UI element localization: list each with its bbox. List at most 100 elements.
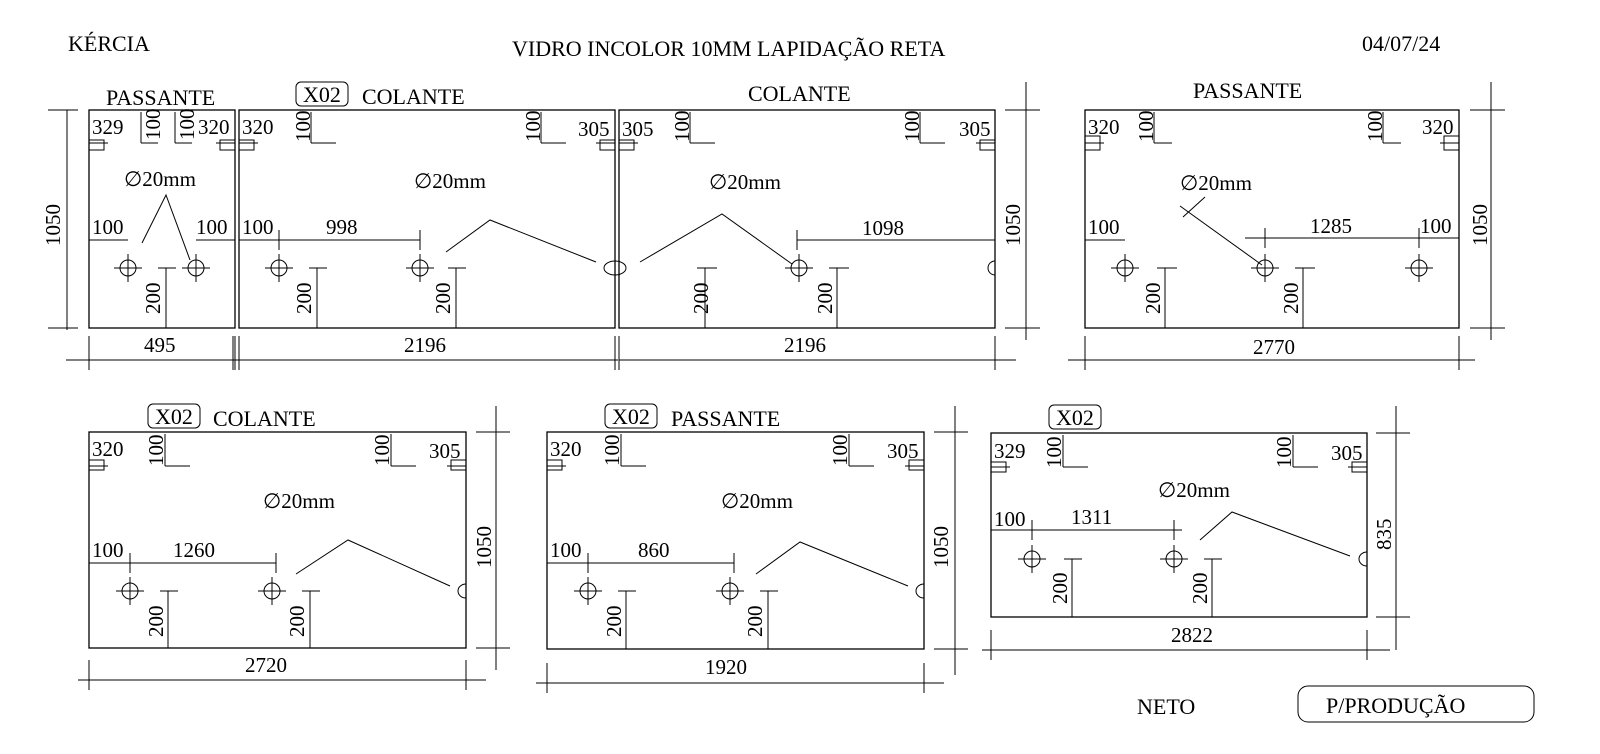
panel-height-dim: 835 — [1372, 519, 1396, 551]
panel-width-dim: 2720 — [245, 653, 287, 677]
offset-dim-left: 100 — [242, 215, 274, 239]
corner-dim-left: 329 — [994, 439, 1026, 463]
drill-hole-icon — [785, 254, 813, 282]
edge-notch-icon — [987, 260, 996, 276]
offset-dim-middle: 1285 — [1310, 214, 1352, 238]
drill-hole-icon — [1251, 254, 1279, 282]
corner-dim-vertical-left: 100 — [670, 111, 694, 143]
corner-dim-left: 320 — [92, 437, 124, 461]
corner-dim-vertical-left: 100 — [144, 435, 168, 467]
corner-dim-right: 320 — [1422, 115, 1454, 139]
glass-panel-2: X02 COLANTE 320 100 100 305 ∅20mm 100 99… — [232, 81, 627, 370]
edge-notch-icon — [1358, 551, 1368, 567]
glass-panel-3: COLANTE 305 100 100 305 ∅20mm 1098 200 2… — [618, 81, 1040, 370]
bottom-dim: 200 — [813, 283, 837, 315]
offset-dim-right: 100 — [1420, 214, 1452, 238]
drill-hole-icon — [406, 254, 434, 282]
panel-type-label: COLANTE — [213, 406, 316, 431]
corner-dim-left: 320 — [242, 115, 274, 139]
quantity-badge — [604, 403, 658, 429]
corner-dim-left: 320 — [1088, 115, 1120, 139]
corner-dim-vertical-left: 100 — [600, 435, 624, 467]
drill-hole-icon — [574, 577, 602, 605]
drawing-title: VIDRO INCOLOR 10MM LAPIDAÇÃO RETA — [512, 36, 945, 61]
offset-dim-left: 100 — [994, 507, 1026, 531]
drill-hole-icon — [116, 577, 144, 605]
panel-height-dim: 1050 — [41, 204, 65, 246]
hole-diameter-label: ∅20mm — [263, 489, 335, 513]
corner-dim-vertical-left: 100 — [1042, 437, 1066, 469]
bottom-dim: 200 — [285, 606, 309, 638]
panel-width-dim: 2196 — [784, 333, 826, 357]
corner-dim-right: 305 — [578, 117, 610, 141]
quantity-badge — [1048, 404, 1102, 430]
offset-dim-left: 100 — [1088, 215, 1120, 239]
corner-dim-left: 320 — [550, 437, 582, 461]
hole-diameter-label: ∅20mm — [721, 489, 793, 513]
drill-hole-icon — [1405, 254, 1433, 282]
offset-dim-middle: 1260 — [173, 538, 215, 562]
glass-panel-5: X02 COLANTE 320 100 100 305 ∅20mm 100 12… — [78, 403, 510, 690]
drill-hole-icon — [265, 254, 293, 282]
edge-notch-icon — [915, 583, 925, 599]
panel-height-dim: 1050 — [1001, 204, 1025, 246]
hole-diameter-label: ∅20mm — [1158, 478, 1230, 502]
corner-dim-vertical-right: 100 — [828, 435, 852, 467]
panel-width-dim: 1920 — [705, 655, 747, 679]
drill-hole-icon — [114, 254, 142, 282]
corner-dim-right: 305 — [887, 439, 919, 463]
bottom-dim: 200 — [1279, 283, 1303, 315]
bottom-dim: 200 — [1048, 573, 1072, 605]
panel-quantity: X02 — [1056, 405, 1094, 430]
corner-dim-vertical-left: 100 — [291, 111, 315, 143]
bottom-dim: 200 — [602, 606, 626, 638]
panel-width-dim: 2822 — [1171, 623, 1213, 647]
bottom-dim: 200 — [689, 283, 713, 315]
bottom-dim: 200 — [141, 283, 165, 315]
panel-type-label: COLANTE — [748, 81, 851, 106]
drill-hole-icon — [1111, 254, 1139, 282]
panel-width-dim: 2196 — [404, 333, 446, 357]
offset-dim-left: 100 — [92, 215, 124, 239]
panel-type-label: PASSANTE — [1193, 78, 1302, 103]
edge-notch-icon — [457, 583, 467, 599]
panel-quantity: X02 — [303, 82, 341, 107]
offset-dim-middle: 1311 — [1071, 505, 1112, 529]
bottom-dim: 200 — [144, 606, 168, 638]
offset-dim-left: 100 — [550, 538, 582, 562]
corner-dim-vertical-left: 100 — [1134, 111, 1158, 143]
quantity-badge — [295, 81, 349, 107]
edge-notch-icon — [603, 260, 627, 276]
offset-dim-middle: 998 — [326, 215, 358, 239]
drawing-date: 04/07/24 — [1362, 31, 1440, 56]
offset-dim-left: 100 — [92, 538, 124, 562]
glass-panel-4: PASSANTE 320 100 100 320 ∅20mm 100 1285 … — [1068, 78, 1505, 370]
corner-dim-right: 305 — [429, 439, 461, 463]
bottom-dim: 200 — [1141, 283, 1165, 315]
bottom-dim: 200 — [743, 606, 767, 638]
corner-dim-vertical-right: 100 — [370, 435, 394, 467]
bottom-dim: 200 — [431, 283, 455, 315]
panel-type-label: COLANTE — [362, 84, 465, 109]
panel-quantity: X02 — [155, 404, 193, 429]
bottom-dim: 200 — [292, 283, 316, 315]
bottom-dim: 200 — [1188, 573, 1212, 605]
glass-panel-6: X02 PASSANTE 320 100 100 305 ∅20mm 100 8… — [536, 403, 968, 693]
drill-hole-icon — [258, 577, 286, 605]
corner-dim-vertical-right: 100 — [1363, 111, 1387, 143]
corner-dim-vertical-left: 100 — [141, 109, 165, 141]
drafter-name: NETO — [1137, 694, 1195, 719]
corner-dim-vertical-right: 100 — [900, 111, 924, 143]
glass-panel-7: X02 329 100 100 305 ∅20mm 100 1311 200 2… — [982, 404, 1410, 660]
corner-dim-left: 329 — [92, 115, 124, 139]
production-status: P/PRODUÇÃO — [1326, 693, 1465, 718]
corner-dim-left: 305 — [622, 117, 654, 141]
panel-height-dim: 1050 — [929, 526, 953, 568]
hole-diameter-label: ∅20mm — [709, 170, 781, 194]
hole-diameter-label: ∅20mm — [414, 169, 486, 193]
corner-dim-right: 305 — [959, 117, 991, 141]
offset-dim-middle: 860 — [638, 538, 670, 562]
panel-type-label: PASSANTE — [671, 406, 780, 431]
panel-width-dim: 2770 — [1253, 335, 1295, 359]
corner-dim-vertical-right: 100 — [1272, 437, 1296, 469]
